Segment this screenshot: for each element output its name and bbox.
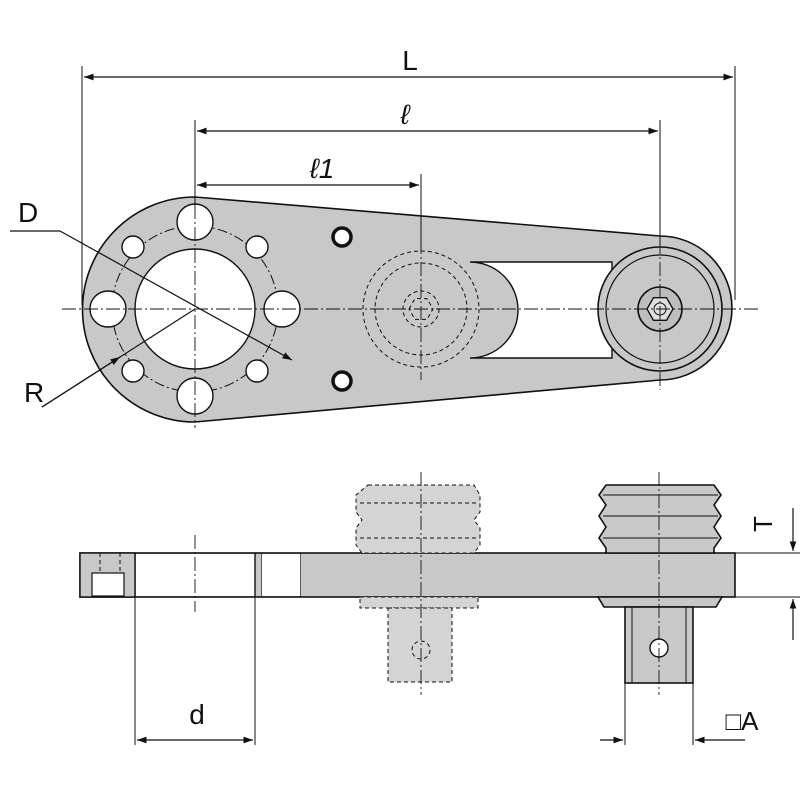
hidden-knob-outer bbox=[362, 250, 480, 368]
pin-hole-bottom bbox=[331, 370, 353, 392]
top-view bbox=[10, 196, 760, 428]
small-hole-4 bbox=[245, 359, 269, 383]
label-D: D bbox=[18, 197, 38, 228]
side-hidden-knob bbox=[355, 472, 481, 695]
label-A: □A bbox=[725, 706, 759, 736]
d-leader bbox=[59, 230, 293, 361]
knob-base-side bbox=[596, 596, 724, 608]
label-T: T bbox=[748, 516, 778, 532]
r-leader-arrow bbox=[41, 356, 121, 408]
side-pin-left bbox=[91, 572, 125, 597]
label-L: L bbox=[402, 45, 418, 76]
label-l: ℓ bbox=[399, 99, 411, 130]
small-hole-1 bbox=[121, 235, 145, 259]
small-hole-2 bbox=[245, 235, 269, 259]
knob-body-side bbox=[598, 484, 722, 554]
side-knob-right bbox=[596, 472, 724, 695]
label-R: R bbox=[24, 377, 44, 408]
pin-hole-top bbox=[331, 226, 353, 248]
side-view: d T □A bbox=[79, 472, 800, 745]
label-d: d bbox=[189, 699, 205, 730]
lever-slot bbox=[469, 261, 613, 359]
top-dimensions: L ℓ ℓ1 D R bbox=[18, 45, 736, 408]
lever-body bbox=[81, 196, 733, 423]
label-l1: ℓ1 bbox=[309, 153, 335, 184]
small-hole-3 bbox=[121, 359, 145, 383]
